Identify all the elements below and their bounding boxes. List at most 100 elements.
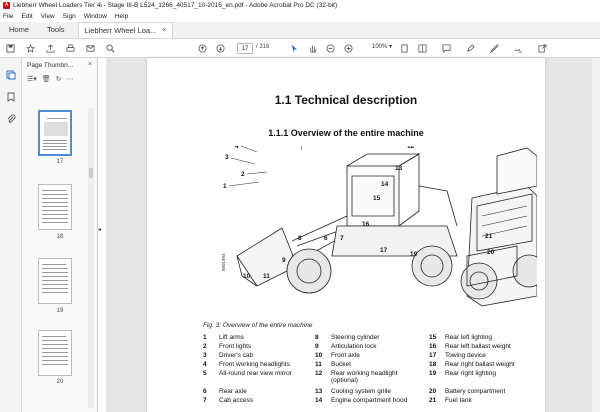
comment-icon[interactable] <box>442 42 451 55</box>
thumbnail-label: 17 <box>56 159 64 165</box>
tab-document[interactable]: Liebherr Wheel Loa... × <box>77 22 174 38</box>
next-page-icon[interactable] <box>216 42 225 55</box>
callout-label: 1 <box>223 183 227 190</box>
acrobat-icon: A <box>3 2 10 9</box>
close-panel-icon[interactable]: × <box>87 61 92 68</box>
chevron-down-icon: ▾ <box>389 44 393 50</box>
title-bar: A Liebherr Wheel Loaders Tier 4i - Stage… <box>0 0 600 11</box>
callout-label: 14 <box>381 181 389 188</box>
tab-tools[interactable]: Tools <box>47 25 65 34</box>
page-thumbnails-icon[interactable] <box>6 70 16 80</box>
thumbnail-panel: Page Thumbn... × ☰▾ 🗑 ↻ ⋯ 17 18 <box>22 58 98 412</box>
thumbnail-panel-title: Page Thumbn... <box>27 61 74 69</box>
hand-tool-icon[interactable] <box>308 42 317 55</box>
thumbnail-page-20[interactable] <box>38 330 72 376</box>
callout-label: 20 <box>487 249 495 256</box>
close-tab-icon[interactable]: × <box>162 27 167 34</box>
search-icon[interactable] <box>106 42 115 55</box>
thumbnail-tools: ☰▾ 🗑 ↻ ⋯ <box>22 72 97 86</box>
callout-label: 8 <box>298 235 302 242</box>
draw-icon[interactable] <box>490 42 499 55</box>
zoom-out-icon[interactable] <box>326 42 335 55</box>
document-scrollbar[interactable] <box>592 58 600 412</box>
thumbnail-label: 20 <box>56 379 64 385</box>
callout-label: 6 <box>324 235 328 242</box>
select-cursor-icon[interactable] <box>290 42 299 55</box>
menu-view[interactable]: View <box>40 13 55 20</box>
menu-file[interactable]: File <box>3 13 14 20</box>
tab-bar: Home Tools Liebherr Wheel Loa... × <box>0 22 600 39</box>
tab-document-label: Liebherr Wheel Loa... <box>84 26 157 35</box>
figure-code: 6601994 <box>221 253 226 271</box>
toolbar: 17 / 316 100% ▾ <box>0 39 600 58</box>
document-viewer[interactable]: 1.1 Technical description 1.1.1 Overview… <box>106 58 600 412</box>
callout-label: 13 <box>395 165 403 172</box>
upload-icon[interactable] <box>46 42 55 55</box>
highlight-pen-icon[interactable] <box>466 42 475 55</box>
menu-edit[interactable]: Edit <box>21 13 33 20</box>
menu-help[interactable]: Help <box>114 13 129 20</box>
tab-home[interactable]: Home <box>9 25 30 34</box>
zoom-level-select[interactable]: 100% ▾ <box>372 43 392 50</box>
callout-label: 4 <box>235 146 239 150</box>
rotate-page-icon[interactable]: ↻ <box>55 76 62 83</box>
fit-page-icon[interactable] <box>400 42 409 55</box>
save-icon[interactable] <box>6 42 15 55</box>
thumbnail-scrollbar[interactable] <box>88 108 94 408</box>
callout-label: 15 <box>373 195 381 202</box>
collapse-panel-icon[interactable]: ◂ <box>98 227 102 233</box>
thumbnail-page-19[interactable] <box>38 258 72 304</box>
zoom-level-value: 100% <box>372 44 388 50</box>
bookmarks-icon[interactable] <box>6 92 16 102</box>
scrollbar-thumb[interactable] <box>89 168 93 178</box>
email-icon[interactable] <box>86 42 95 55</box>
print-icon[interactable] <box>66 42 75 55</box>
callout-label: 9 <box>282 257 286 264</box>
scroll-mode-icon[interactable] <box>418 42 427 55</box>
delete-page-icon[interactable]: 🗑 <box>41 76 51 83</box>
fill-sign-icon[interactable] <box>514 42 523 55</box>
menu-sign[interactable]: Sign <box>62 13 76 20</box>
callout-label: 2 <box>241 171 245 178</box>
more-options-icon[interactable]: ⋯ <box>66 76 74 83</box>
menu-window[interactable]: Window <box>83 13 107 20</box>
callout-label: 11 <box>263 273 270 280</box>
callout-label: 16 <box>362 221 370 228</box>
zoom-in-icon[interactable] <box>344 42 353 55</box>
bookmark-star-icon[interactable] <box>26 42 35 55</box>
attachments-icon[interactable] <box>6 114 16 124</box>
callout-label: 3 <box>225 154 229 161</box>
menu-bar: File Edit View Sign Window Help <box>0 11 600 22</box>
left-nav-strip <box>0 58 22 412</box>
share-icon[interactable] <box>538 42 547 55</box>
page-number-input[interactable]: 17 <box>237 43 253 54</box>
callout-label: 12 <box>407 146 415 150</box>
window-title: Liebherr Wheel Loaders Tier 4i - Stage I… <box>13 2 338 9</box>
thumbnail-options-icon[interactable]: ☰▾ <box>27 76 37 83</box>
thumbnail-page-17[interactable] <box>38 110 72 156</box>
callout-label: 17 <box>380 247 388 254</box>
thumbnail-page-18[interactable] <box>38 184 72 230</box>
callout-label: 10 <box>243 273 251 280</box>
callout-label: 21 <box>485 233 493 240</box>
previous-page-icon[interactable] <box>198 42 207 55</box>
